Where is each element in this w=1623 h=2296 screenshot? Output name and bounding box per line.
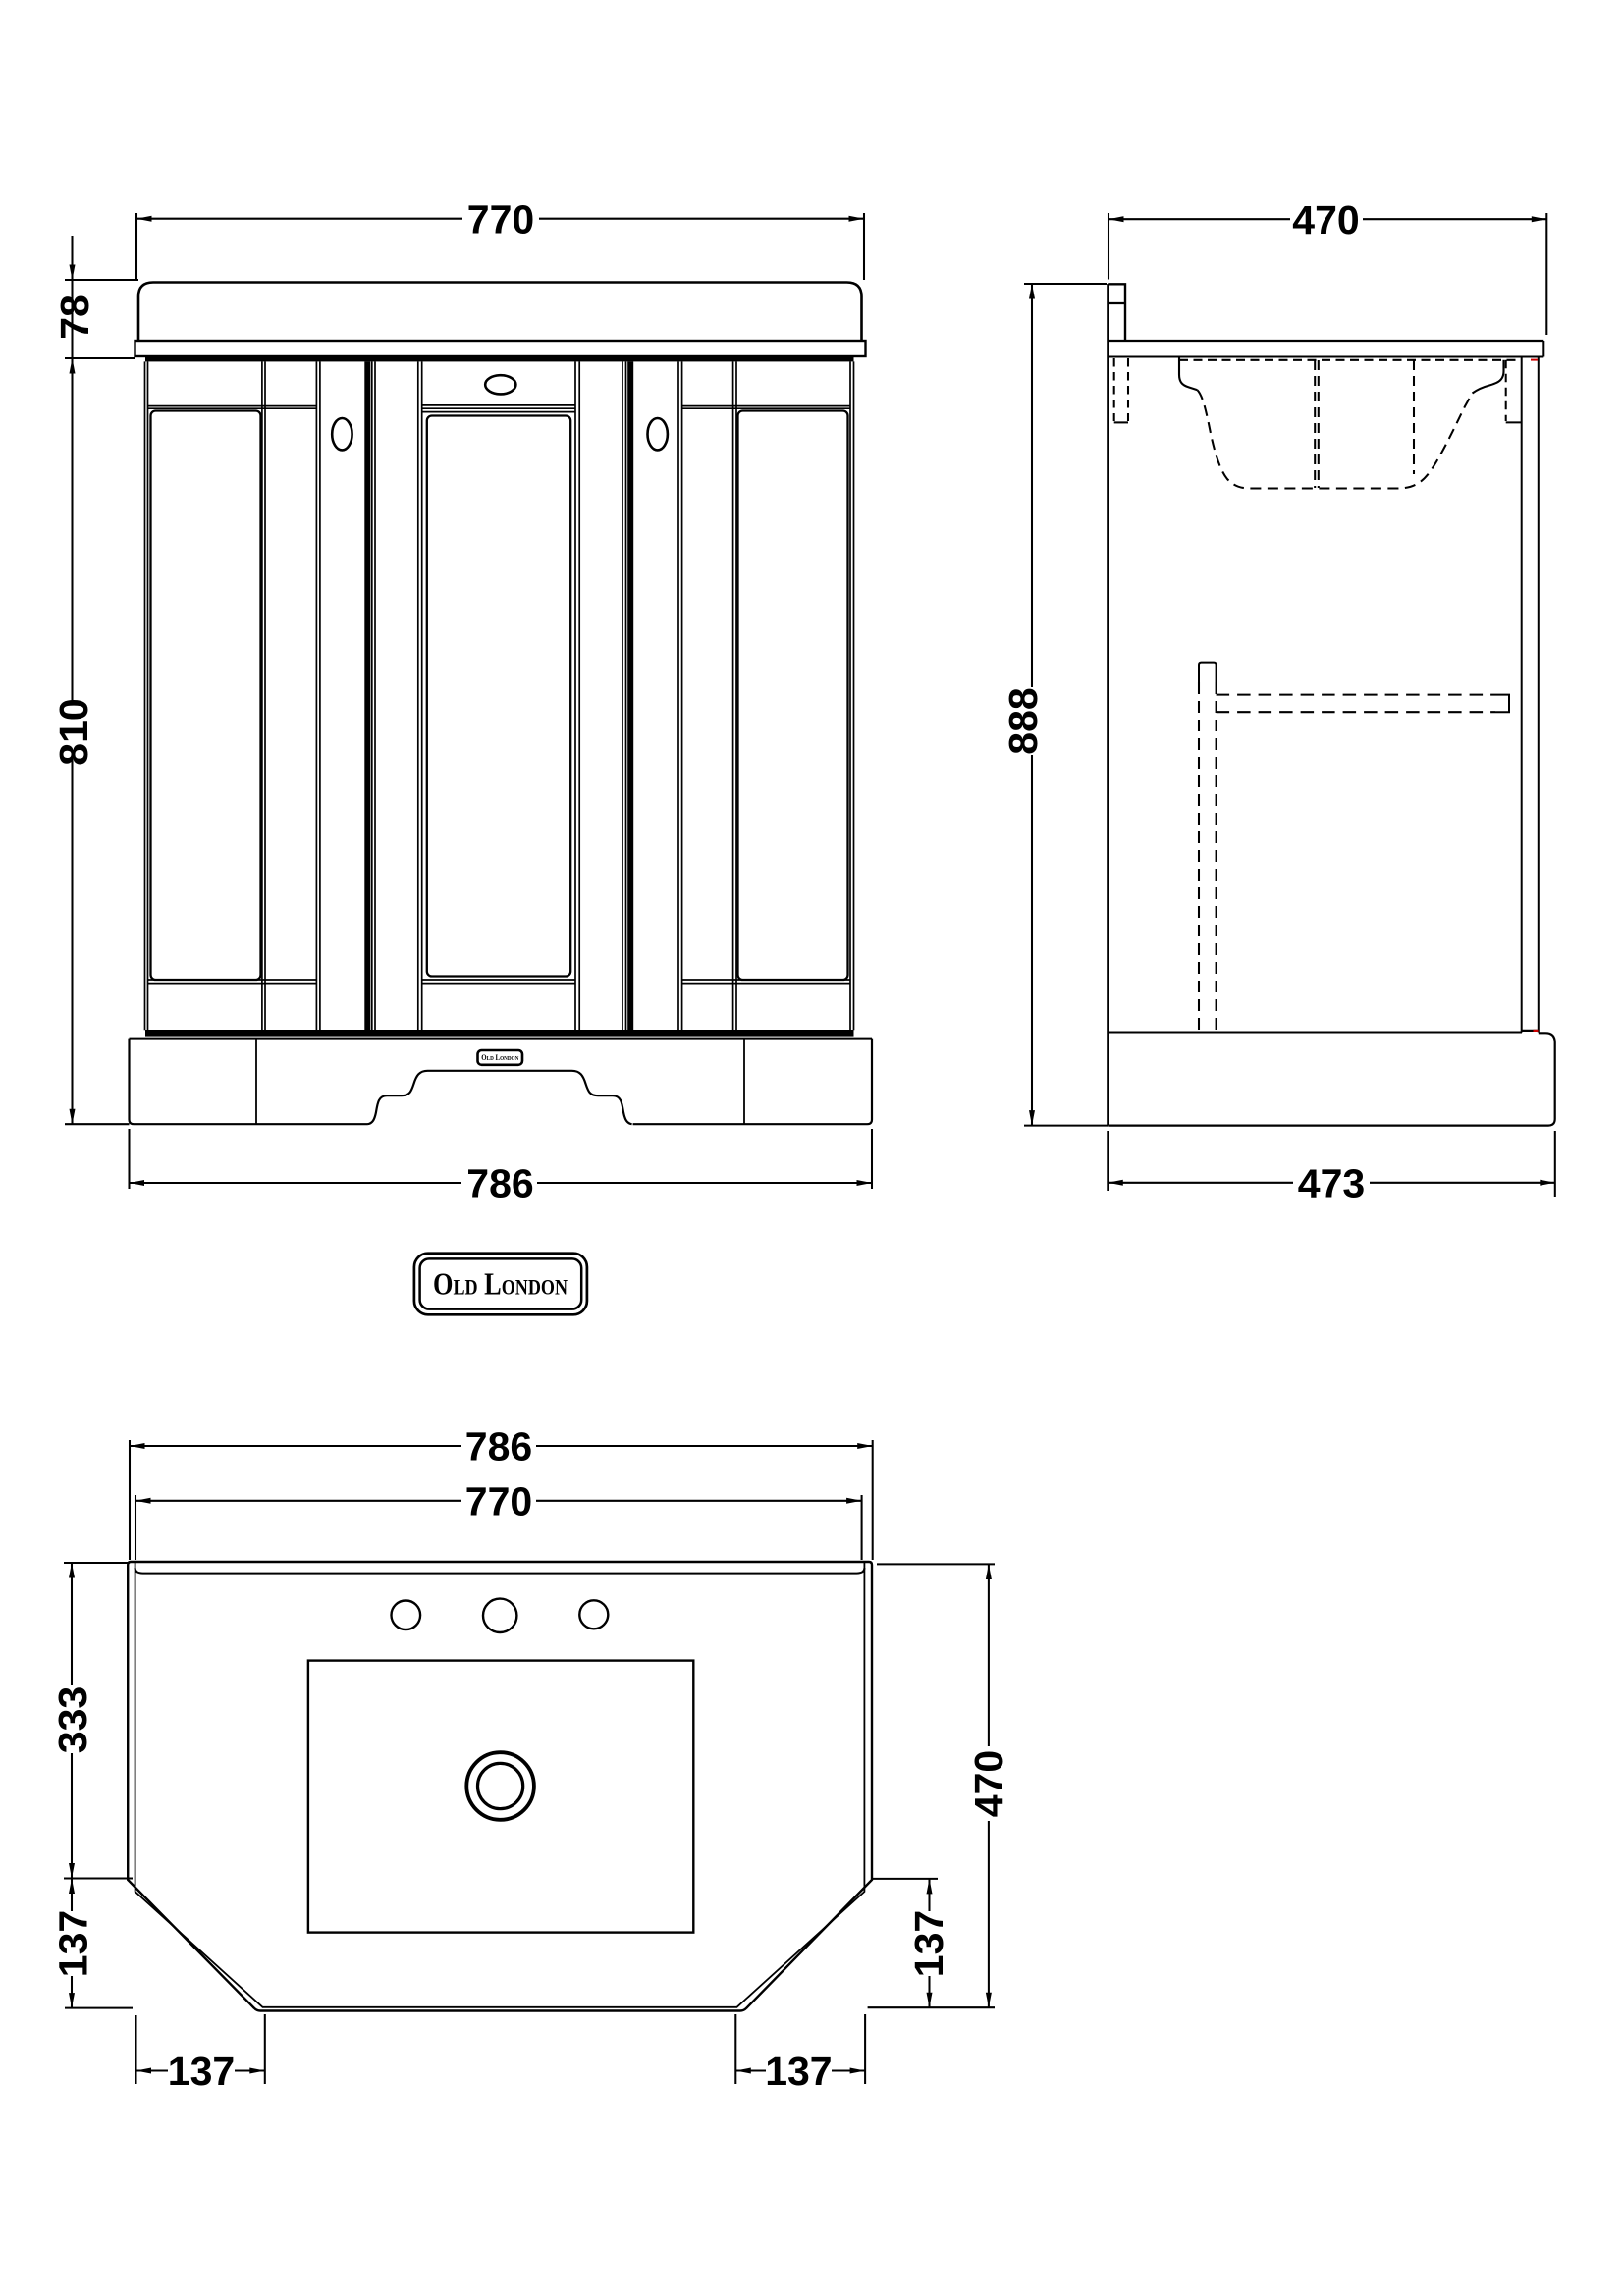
svg-text:770: 770 — [465, 1478, 532, 1523]
svg-text:888: 888 — [1001, 687, 1046, 754]
svg-text:786: 786 — [466, 1161, 533, 1206]
svg-text:Old London: Old London — [433, 1266, 568, 1302]
svg-text:137: 137 — [906, 1910, 951, 1977]
svg-text:470: 470 — [966, 1750, 1011, 1817]
svg-text:473: 473 — [1298, 1160, 1365, 1205]
svg-text:137: 137 — [51, 1910, 96, 1977]
svg-text:470: 470 — [1292, 197, 1359, 242]
svg-text:137: 137 — [765, 2049, 832, 2094]
svg-text:786: 786 — [465, 1424, 532, 1469]
svg-text:810: 810 — [51, 698, 96, 765]
svg-text:333: 333 — [50, 1686, 95, 1753]
svg-text:137: 137 — [168, 2049, 235, 2094]
svg-text:78: 78 — [52, 294, 97, 340]
svg-text:Old London: Old London — [481, 1053, 519, 1062]
svg-text:770: 770 — [467, 196, 534, 241]
